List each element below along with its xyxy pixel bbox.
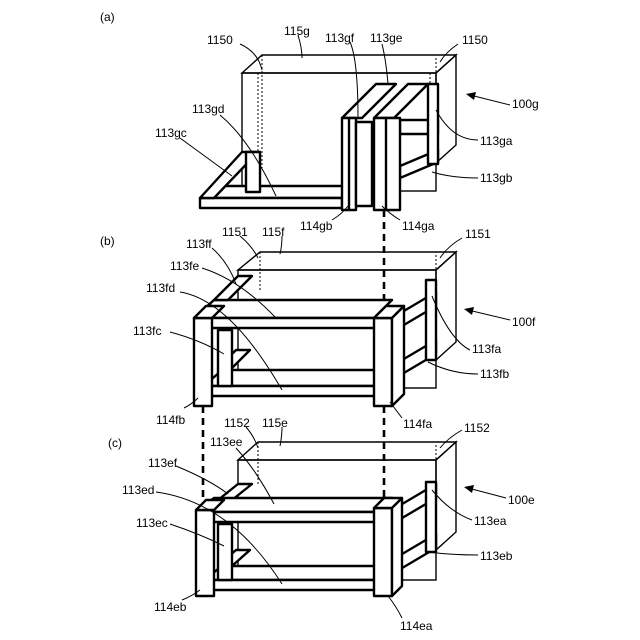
label-114fa: 114fa xyxy=(403,417,432,431)
leader xyxy=(382,44,388,84)
rail-bottom-face xyxy=(204,386,376,396)
label-114fb: 114fb xyxy=(156,413,185,427)
label-113fc: 113fc xyxy=(133,324,161,338)
arrow-100e xyxy=(468,488,506,498)
rail-113fe xyxy=(194,300,392,318)
leader xyxy=(436,110,478,140)
label-113fb: 113fb xyxy=(480,367,509,381)
panel-letter-a: (a) xyxy=(100,10,115,24)
leader xyxy=(180,138,232,176)
label-115e: 115e xyxy=(262,416,288,430)
leader xyxy=(246,427,258,448)
post-114ea-side xyxy=(392,498,402,596)
label-113eb: 113eb xyxy=(480,549,513,563)
leader xyxy=(440,430,462,448)
panel-c: (c) xyxy=(108,416,535,633)
post-114ea xyxy=(374,508,392,596)
panel-letter-c: (c) xyxy=(108,436,122,450)
box-100e-side xyxy=(436,442,456,550)
arrow-head xyxy=(464,485,474,493)
leader xyxy=(390,402,402,418)
label-113ge: 113ge xyxy=(370,31,403,45)
label-100f: 100f xyxy=(512,315,536,329)
post-back-right xyxy=(426,280,436,360)
leader xyxy=(432,172,478,178)
label-1152-right: 1152 xyxy=(464,421,490,435)
label-113fa: 113fa xyxy=(472,342,501,356)
label-113ec: 113ec xyxy=(136,516,168,530)
label-113fd: 113fd xyxy=(146,281,175,295)
label-1150-right: 1150 xyxy=(462,33,488,47)
leader xyxy=(432,490,472,520)
panel-a: (a) xyxy=(100,10,539,233)
leader xyxy=(388,596,402,618)
label-113ea: 113ea xyxy=(474,514,507,528)
leader xyxy=(240,44,262,70)
label-113ef: 113ef xyxy=(148,456,178,470)
arrow-100g xyxy=(470,95,510,105)
post-113ga-back xyxy=(428,84,438,164)
rail-113gd-face xyxy=(200,198,342,208)
box-100e-top xyxy=(238,442,456,460)
post-114eb xyxy=(196,510,214,596)
label-114eb: 114eb xyxy=(154,600,187,614)
label-100g: 100g xyxy=(512,97,539,111)
label-1151-right: 1151 xyxy=(465,227,491,241)
label-114ga: 114ga xyxy=(402,219,435,233)
arrow-100f xyxy=(468,310,510,320)
label-1150-left: 1150 xyxy=(207,33,233,47)
post-114fa-side xyxy=(392,306,404,406)
label-113ff: 113ff xyxy=(186,237,212,251)
leader xyxy=(432,296,470,350)
box-100f-side xyxy=(436,252,456,360)
label-115f: 115f xyxy=(262,225,285,239)
panel-letter-b: (b) xyxy=(100,234,115,248)
label-1152-left: 1152 xyxy=(224,416,250,430)
label-113ed: 113ed xyxy=(122,483,154,497)
box-100g-top xyxy=(242,55,456,73)
label-100e: 100e xyxy=(508,493,535,507)
label-1151-left: 1151 xyxy=(222,225,248,239)
leader xyxy=(440,238,462,258)
label-113ee: 113ee xyxy=(210,435,243,449)
label-114gb: 114gb xyxy=(300,219,333,233)
label-113fe: 113fe xyxy=(170,259,199,273)
rail-113ee xyxy=(196,498,392,512)
label-113gc: 113gc xyxy=(155,126,187,140)
rail-113ff xyxy=(214,276,252,300)
label-115g: 115g xyxy=(284,24,310,38)
rail-113ed xyxy=(204,512,376,522)
post-inner xyxy=(356,122,372,206)
post-113ec xyxy=(218,524,232,580)
label-113ga: 113ga xyxy=(480,134,513,148)
label-114ea: 114ea xyxy=(400,619,433,633)
post-114fa xyxy=(374,318,392,406)
label-113gd: 113gd xyxy=(192,102,224,116)
post-113fc xyxy=(218,330,232,386)
rail-bottom-face xyxy=(204,580,376,590)
arrow-head xyxy=(466,92,476,100)
leader xyxy=(212,248,236,284)
panel-b: (b) xyxy=(100,225,536,431)
label-113gf: 113gf xyxy=(325,31,355,45)
post-113gc xyxy=(246,152,260,192)
leader xyxy=(240,236,258,258)
label-113gb: 113gb xyxy=(480,171,513,185)
arrow-head xyxy=(464,307,474,315)
post-114fb xyxy=(194,318,212,406)
box-100f-top xyxy=(238,252,456,270)
